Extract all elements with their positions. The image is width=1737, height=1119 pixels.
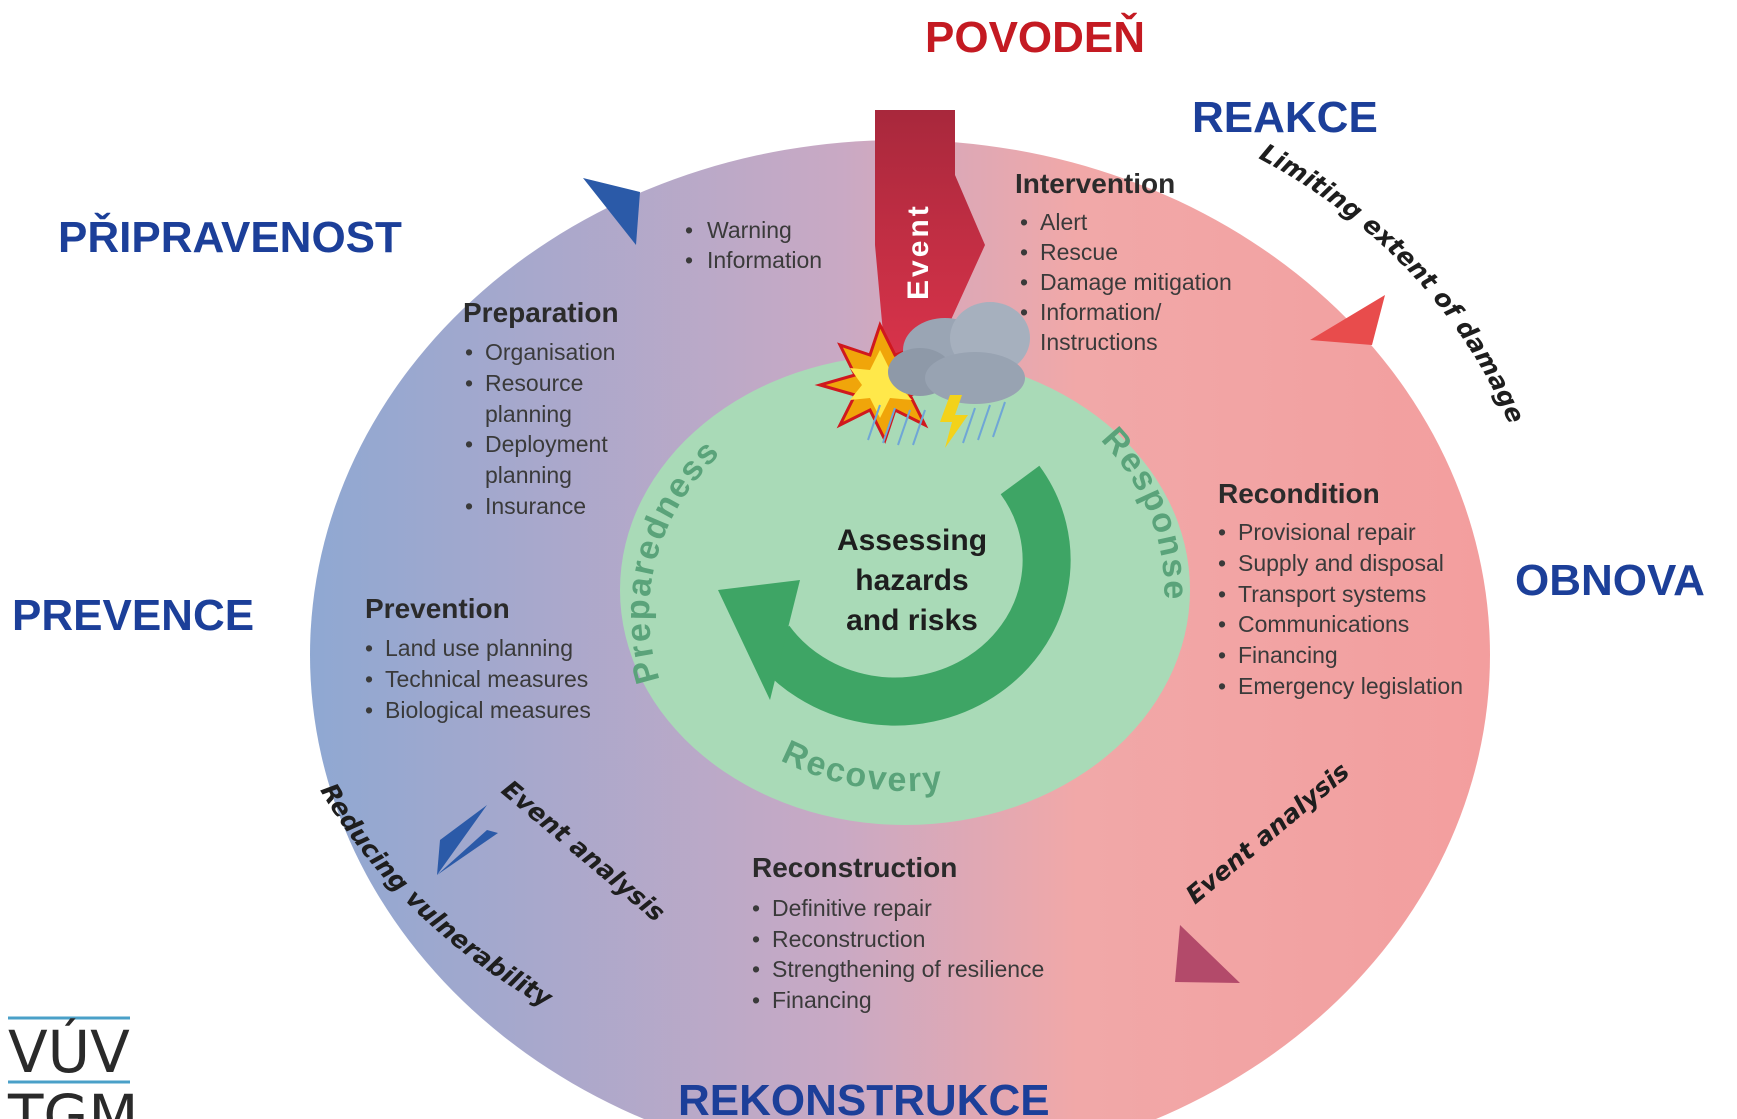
svg-text:Strengthening of resilience: Strengthening of resilience xyxy=(772,956,1044,982)
inner-cycle-ellipse xyxy=(620,355,1190,825)
recondition-title: Recondition xyxy=(1218,478,1380,509)
phase-flood: POVODEŇ xyxy=(925,12,1145,62)
phase-reconstruction: REKONSTRUKCE xyxy=(678,1076,1050,1119)
vuv-tgm-logo: VÚV TGM xyxy=(7,1016,138,1119)
triangle-marker-top-left-icon xyxy=(583,178,640,245)
preparation-title: Preparation xyxy=(463,297,619,328)
triangle-marker-bottom-right-icon xyxy=(1175,925,1240,983)
svg-text:Deployment: Deployment xyxy=(485,431,608,457)
phase-preparedness: PŘIPRAVENOST xyxy=(58,212,402,262)
phase-prevention: PREVENCE xyxy=(12,591,254,640)
svg-text:•: • xyxy=(752,956,760,982)
svg-text:•: • xyxy=(465,370,473,396)
svg-text:•: • xyxy=(685,247,693,273)
svg-text:•: • xyxy=(1020,239,1028,265)
svg-text:Financing: Financing xyxy=(1238,642,1338,668)
prevention-title: Prevention xyxy=(365,593,510,624)
event-label: Event xyxy=(902,203,935,300)
svg-text:Provisional repair: Provisional repair xyxy=(1238,519,1416,545)
svg-text:•: • xyxy=(752,895,760,921)
triangle-marker-right-icon xyxy=(1310,295,1385,345)
svg-text:•: • xyxy=(685,217,693,243)
svg-text:and risks: and risks xyxy=(846,604,978,637)
svg-text:•: • xyxy=(465,493,473,519)
svg-text:•: • xyxy=(1020,269,1028,295)
svg-text:•: • xyxy=(1218,581,1226,607)
svg-text:Emergency legislation: Emergency legislation xyxy=(1238,673,1463,699)
triangle-marker-bottom-left-icon xyxy=(437,830,498,875)
phase-renewal: OBNOVA xyxy=(1515,556,1705,605)
svg-text:VÚV: VÚV xyxy=(8,1017,130,1086)
svg-text:•: • xyxy=(365,697,373,723)
svg-text:Information/: Information/ xyxy=(1040,299,1162,325)
preparation-box: Preparation • Organisation • Resource plan… xyxy=(463,297,619,519)
recondition-box: Recondition • Provisional repair • Supply … xyxy=(1218,478,1463,699)
svg-text:•: • xyxy=(1218,642,1226,668)
svg-text:planning: planning xyxy=(485,462,572,488)
svg-text:•: • xyxy=(752,926,760,952)
svg-text:•: • xyxy=(465,431,473,457)
svg-text:Land use planning: Land use planning xyxy=(385,635,573,661)
svg-text:TGM: TGM xyxy=(7,1082,138,1119)
center-text: Assessing hazards and risks xyxy=(837,524,987,637)
svg-text:Warning: Warning xyxy=(707,217,792,243)
svg-text:Supply and disposal: Supply and disposal xyxy=(1238,550,1444,576)
svg-text:hazards: hazards xyxy=(855,564,968,597)
svg-text:Damage mitigation: Damage mitigation xyxy=(1040,269,1232,295)
svg-text:•: • xyxy=(1218,519,1226,545)
svg-text:•: • xyxy=(1020,209,1028,235)
svg-text:Financing: Financing xyxy=(772,987,872,1013)
storm-cloud-icon xyxy=(867,302,1030,448)
circular-arrow-icon xyxy=(718,465,1071,726)
svg-text:Reconstruction: Reconstruction xyxy=(772,926,925,952)
svg-text:Transport systems: Transport systems xyxy=(1238,581,1426,607)
svg-text:Alert: Alert xyxy=(1040,209,1088,235)
event-arrow xyxy=(875,110,985,355)
svg-text:Insurance: Insurance xyxy=(485,493,586,519)
intervention-title: Intervention xyxy=(1015,168,1175,199)
warning-list: • Warning • Information xyxy=(685,217,822,273)
svg-text:•: • xyxy=(752,987,760,1013)
svg-text:Instructions: Instructions xyxy=(1040,329,1158,355)
svg-text:•: • xyxy=(1218,550,1226,576)
svg-text:•: • xyxy=(1218,611,1226,637)
svg-text:Information: Information xyxy=(707,247,822,273)
svg-text:•: • xyxy=(1218,673,1226,699)
reconstruction-box: Reconstruction • Definitive repair • Recon… xyxy=(752,852,1044,1013)
svg-text:•: • xyxy=(1020,299,1028,325)
svg-text:Technical measures: Technical measures xyxy=(385,666,588,692)
svg-text:Organisation: Organisation xyxy=(485,339,615,365)
svg-text:•: • xyxy=(365,666,373,692)
svg-text:Definitive repair: Definitive repair xyxy=(772,895,932,921)
prevention-box: Prevention • Land use planning • Technical… xyxy=(365,593,591,723)
svg-text:Resource: Resource xyxy=(485,370,583,396)
svg-text:Rescue: Rescue xyxy=(1040,239,1118,265)
triangle-marker-bottom-left-fill-icon xyxy=(437,805,487,875)
explosion-core-icon xyxy=(850,350,912,418)
phase-reaction: REAKCE xyxy=(1192,93,1378,142)
reconstruction-title: Reconstruction xyxy=(752,852,957,883)
svg-text:Assessing: Assessing xyxy=(837,524,987,557)
svg-text:Communications: Communications xyxy=(1238,611,1409,637)
svg-text:planning: planning xyxy=(485,401,572,427)
svg-text:•: • xyxy=(365,635,373,661)
intervention-box: Intervention • Alert • Rescue • Damage miti… xyxy=(1015,168,1232,355)
svg-text:•: • xyxy=(465,339,473,365)
svg-text:Biological measures: Biological measures xyxy=(385,697,591,723)
